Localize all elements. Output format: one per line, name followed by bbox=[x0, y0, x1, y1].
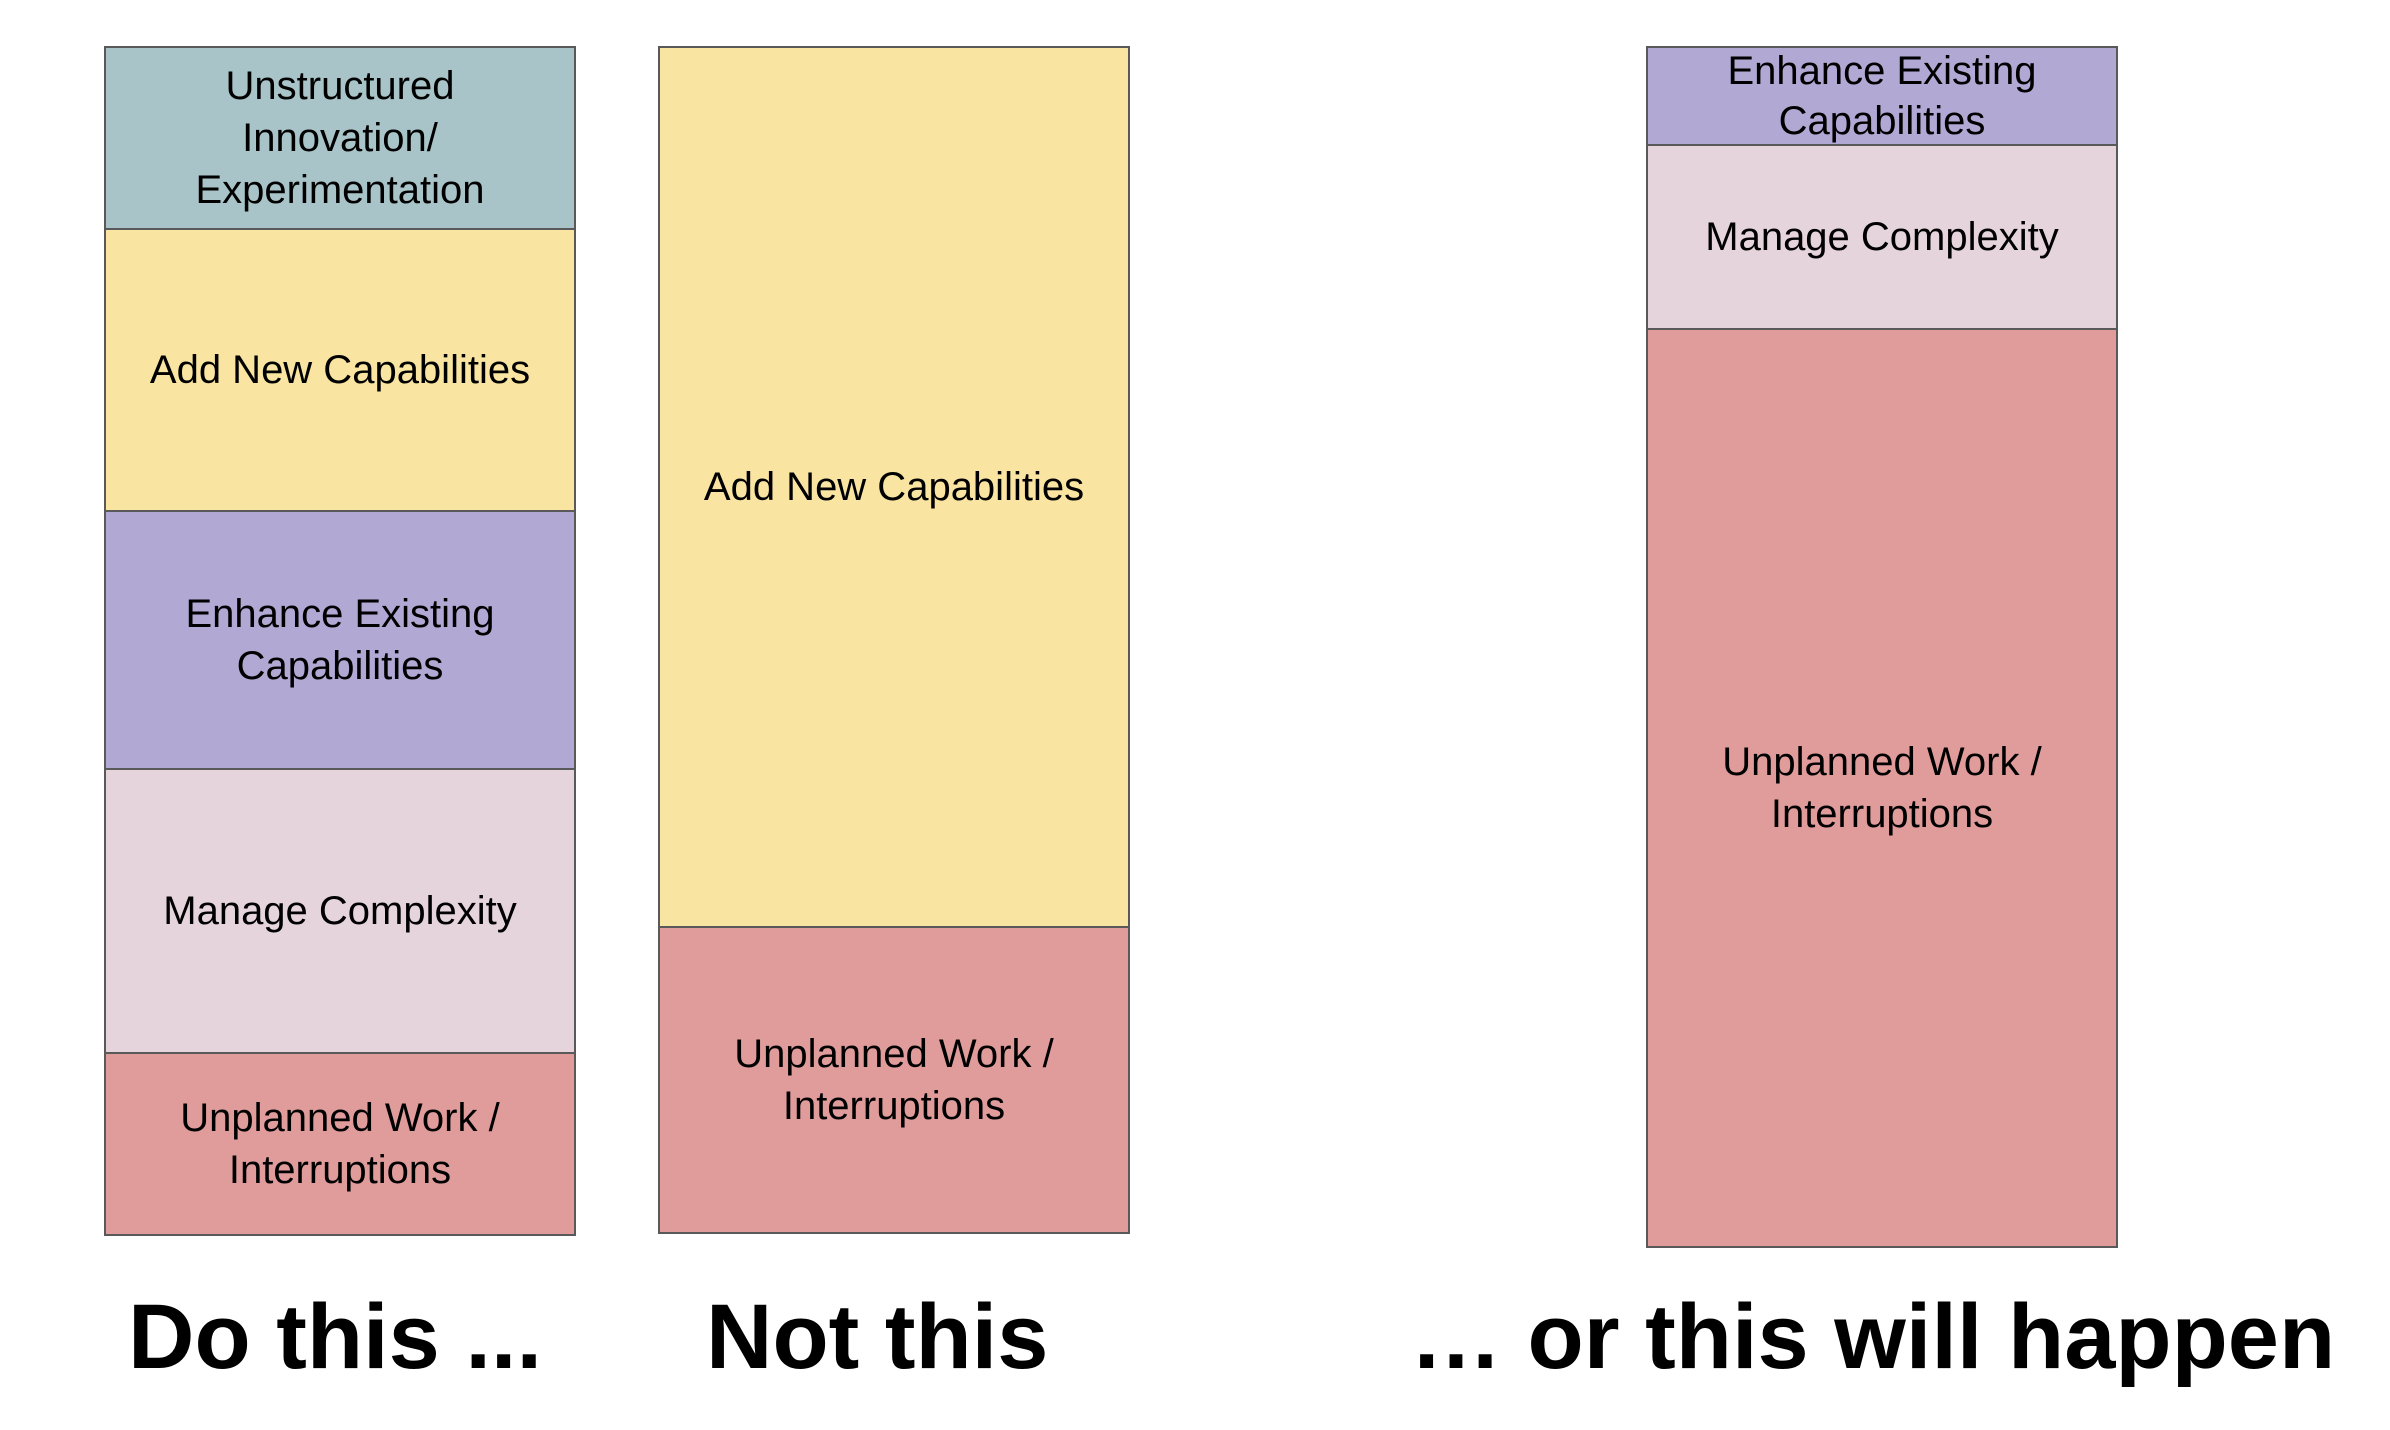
happen-manage-block: Manage Complexity bbox=[1646, 144, 2118, 330]
do-this-caption: Do this ... bbox=[128, 1286, 542, 1388]
do-this-add-new-label: Add New Capabilities bbox=[149, 348, 531, 392]
happen-unplanned-label: Unplanned Work / Interruptions bbox=[1722, 740, 2042, 836]
do-this-enhance-label: Enhance Existing Capabilities bbox=[185, 592, 495, 688]
happen-enhance-block: Enhance Existing Capabilities bbox=[1646, 46, 2118, 146]
not-this-unplanned-label: Unplanned Work / Interruptions bbox=[734, 1032, 1054, 1128]
not-this-add-new-label: Add New Capabilities bbox=[703, 465, 1085, 509]
do-this-unplanned-label: Unplanned Work / Interruptions bbox=[180, 1096, 500, 1192]
happen-caption: … or this will happen bbox=[1410, 1286, 2336, 1388]
happen-enhance-label: Enhance Existing Capabilities bbox=[1727, 49, 2037, 143]
happen-manage-label: Manage Complexity bbox=[1705, 215, 2059, 259]
not-this-add-new-block: Add New Capabilities bbox=[658, 46, 1130, 928]
do-this-enhance-block: Enhance Existing Capabilities bbox=[104, 510, 576, 770]
do-this-manage-block: Manage Complexity bbox=[104, 768, 576, 1054]
do-this-unplanned-block: Unplanned Work / Interruptions bbox=[104, 1052, 576, 1236]
do-this-innovation-block: Unstructured Innovation/ Experimentation bbox=[104, 46, 576, 230]
do-this-innovation-label: Unstructured Innovation/ Experimentation bbox=[195, 64, 485, 212]
not-this-caption: Not this bbox=[706, 1286, 1049, 1388]
not-this-unplanned-block: Unplanned Work / Interruptions bbox=[658, 926, 1130, 1234]
happen-unplanned-block: Unplanned Work / Interruptions bbox=[1646, 328, 2118, 1248]
do-this-add-new-block: Add New Capabilities bbox=[104, 228, 576, 512]
do-this-manage-label: Manage Complexity bbox=[163, 889, 517, 933]
